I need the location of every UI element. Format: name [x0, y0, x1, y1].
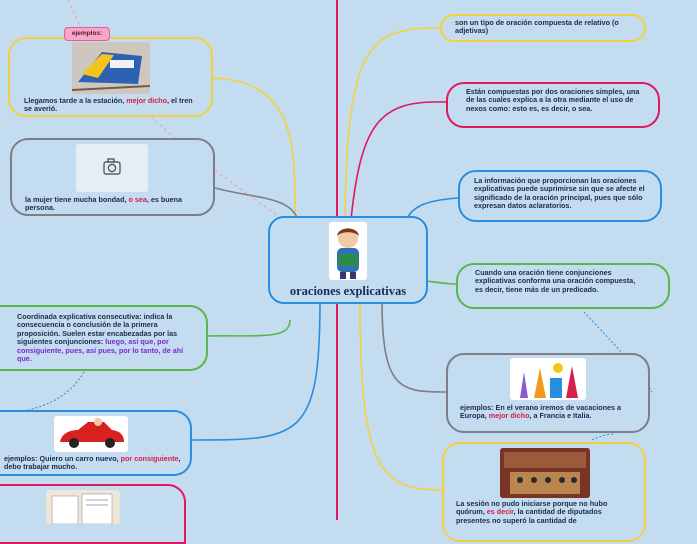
- camera-example-text: la mujer tiene mucha bondad, o sea, es b…: [25, 196, 195, 213]
- travel-landmarks-icon: [510, 358, 586, 400]
- document-papers-icon: [46, 490, 120, 524]
- information-text: La información que proporcionan las orac…: [474, 177, 652, 211]
- train-example-text: Llegamos tarde a la estación, mejor dich…: [24, 97, 194, 114]
- examples-tag: ejemplos:: [64, 27, 110, 41]
- red-car-icon: [54, 416, 128, 452]
- center-title: oraciones explicativas: [268, 284, 428, 299]
- train-icon: [72, 42, 150, 94]
- summer-example-text: ejemplos: En el verano iremos de vacacio…: [460, 404, 638, 421]
- composed-text: Están compuestas por dos oraciones simpl…: [466, 88, 642, 113]
- conjunctions-text: Cuando una oración tiene conjunciones ex…: [475, 269, 637, 294]
- camera-icon: [76, 144, 148, 192]
- boy-reading-icon: [329, 222, 367, 280]
- consecutive-text: Coordinada explicativa consecutiva: indi…: [17, 313, 197, 363]
- car-example-text: ejemplos: Quiero un carro nuevo, por con…: [4, 455, 182, 472]
- session-example-text: La sesión no pudo iniciarse porque no hu…: [456, 500, 634, 525]
- relative-text: son un tipo de oración compuesta de rela…: [455, 19, 625, 36]
- parliament-icon: [500, 448, 590, 498]
